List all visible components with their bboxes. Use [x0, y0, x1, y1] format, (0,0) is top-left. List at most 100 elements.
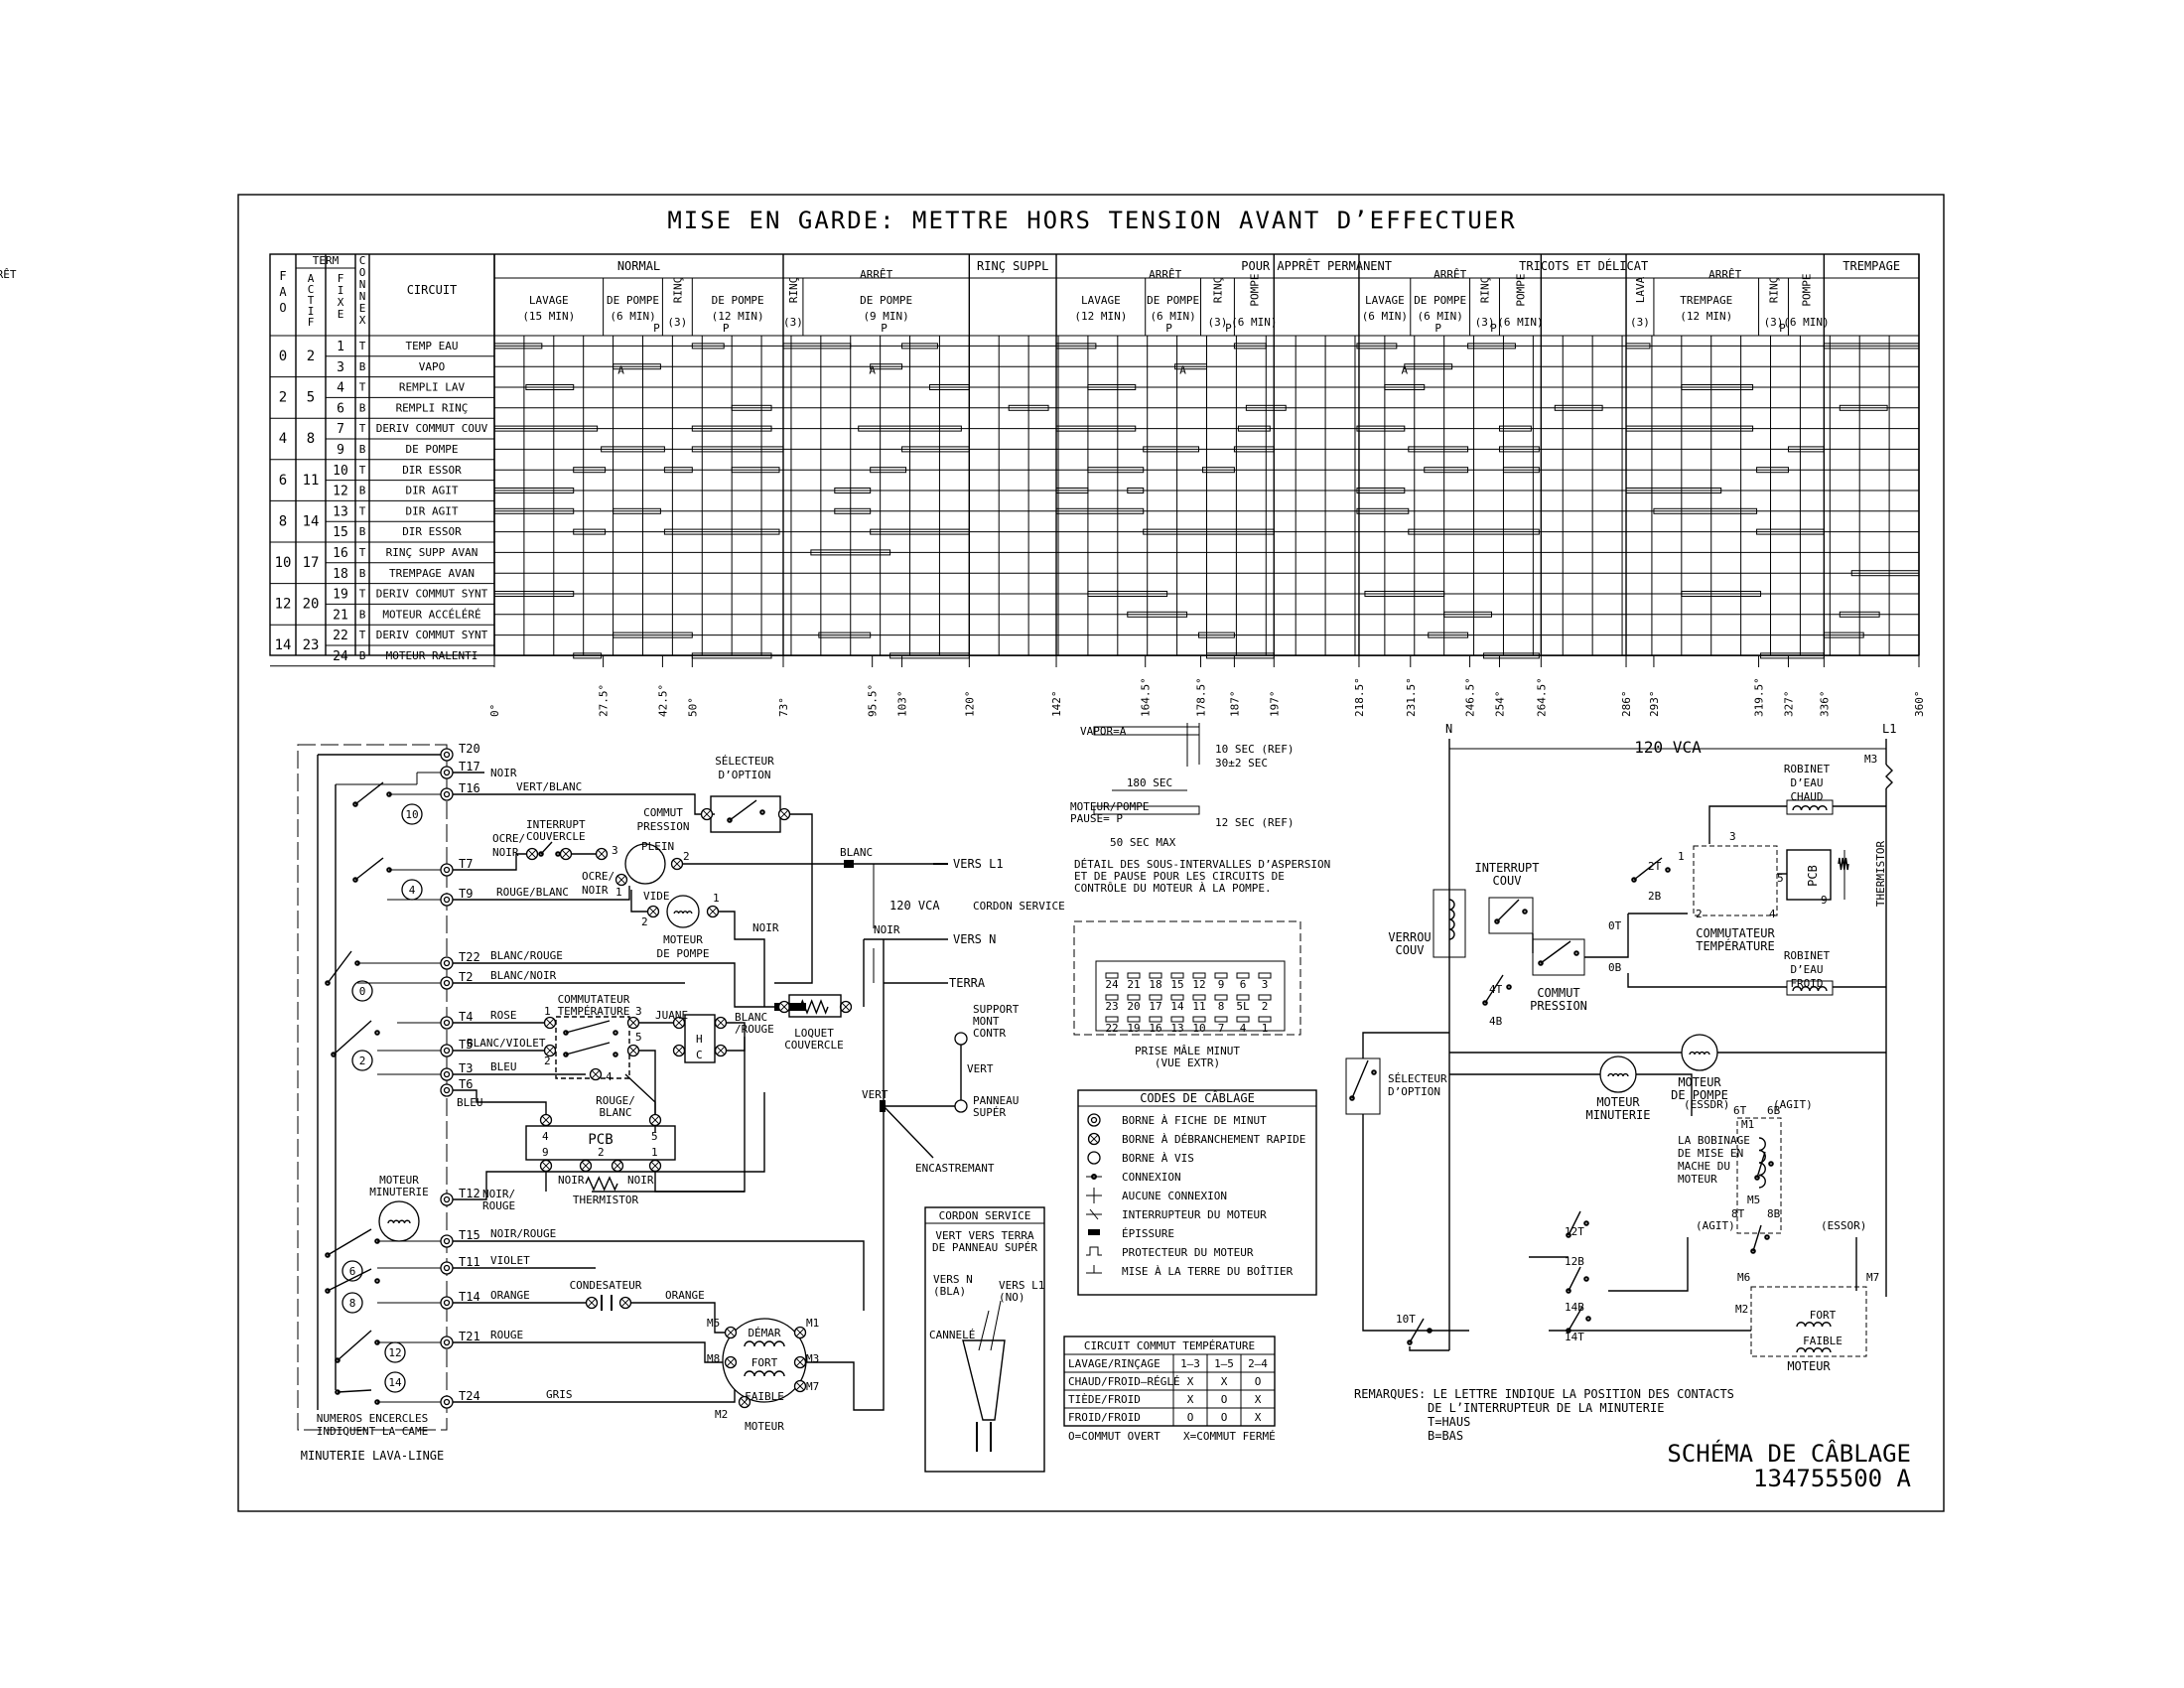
timing-label: PAUSE= P: [1070, 812, 1123, 825]
sub-label: LAVA: [1634, 276, 1647, 303]
on-segment: [613, 507, 661, 514]
ct-cell: O: [1187, 1411, 1194, 1424]
circuit-cell: TREMPAGE AVAN: [389, 567, 475, 580]
qd: [585, 1296, 599, 1310]
sheet-border: [237, 194, 1945, 1512]
ct-legend: X=COMMUT FERMÉ: [1183, 1430, 1276, 1443]
ct-cell: X: [1255, 1411, 1262, 1424]
fao-cell: 4: [279, 431, 287, 447]
circuit-cell: REMPLI LAV: [399, 381, 466, 394]
on-segment: [1760, 652, 1825, 659]
wire-label: BLANC: [735, 1011, 767, 1024]
wire-label: BLEU: [457, 1096, 483, 1109]
component-label: COMMUTATEUR: [1696, 926, 1775, 940]
qd: [706, 905, 720, 918]
component-label: MOTEUR: [1596, 1095, 1640, 1109]
thermistor: [585, 1176, 618, 1192]
on-segment: [525, 384, 575, 390]
wire: [1409, 1346, 1449, 1351]
qd: [648, 1113, 662, 1127]
lid-lock-coil: [799, 999, 829, 1015]
terminal-label: T16: [459, 781, 480, 795]
qd: [525, 847, 539, 861]
on-segment: [1839, 611, 1880, 618]
wire: [1608, 1237, 1689, 1292]
contact-label: 9: [1821, 894, 1828, 907]
component-label: PRESSION: [637, 820, 690, 833]
pt-inner: [443, 790, 451, 798]
circuit-cell: DE POMPE: [406, 443, 459, 456]
timing-label: VAPOR=A: [1080, 725, 1127, 738]
actif-cell: 23: [303, 637, 320, 653]
component-label: MACHE DU: [1678, 1160, 1730, 1173]
cam-number: 8: [349, 1297, 356, 1310]
terminal-label: T17: [459, 760, 480, 774]
qd: [700, 807, 714, 821]
terminal-label: T12: [459, 1187, 480, 1200]
wire-label: OCRE/: [492, 832, 525, 845]
ct-cell: TIÈDE/FROID: [1068, 1393, 1141, 1406]
on-segment: [1087, 467, 1145, 474]
fixe-cell: 22: [333, 629, 348, 643]
wire-label: NOIR: [492, 846, 519, 859]
plug-pin-label: 7: [1218, 1022, 1225, 1035]
actif-cell: 11: [303, 473, 320, 489]
component-label: INTERRUPT: [1474, 861, 1539, 875]
wire-label: OCRE/: [582, 870, 614, 883]
wire: [654, 1172, 745, 1193]
on-segment: [1055, 425, 1137, 432]
degree-label: 360°: [1913, 691, 1926, 718]
component-label: MOTEUR: [745, 1420, 784, 1433]
fao-cell: 10: [275, 555, 292, 571]
cam-number: 10: [405, 808, 418, 821]
degree-label: 42.5°: [656, 684, 669, 717]
plug-pin-label: 1: [1262, 1022, 1269, 1035]
circuit-cell: DIR AGIT: [406, 485, 459, 497]
plug-pin-label: 11: [1192, 1000, 1205, 1013]
sw-blade: [337, 1330, 372, 1361]
on-segment: [1356, 488, 1406, 493]
plug-pin: [1170, 1016, 1184, 1023]
ct-cell: FROID/FROID: [1068, 1411, 1141, 1424]
wire-label: VIOLET: [490, 1254, 530, 1267]
hdr-term: TERM: [313, 254, 340, 267]
pin-label: M5: [707, 1317, 720, 1330]
plug-pin: [1214, 1016, 1228, 1023]
cord-box: [924, 1206, 1045, 1473]
cam-number: 2: [359, 1055, 366, 1067]
qd-cross: [581, 1161, 591, 1171]
terminal-label: T15: [459, 1228, 480, 1242]
connex-cell: B: [359, 525, 366, 538]
plug-pin: [1105, 972, 1119, 979]
ts-switch: [563, 1042, 618, 1057]
pcb-label: PCB: [588, 1132, 613, 1148]
degree-label: 0°: [488, 704, 501, 717]
hdr-connex: E: [359, 302, 366, 315]
contact-label: 4T: [1489, 983, 1503, 996]
screw-terminal: [954, 1032, 968, 1046]
fixe-cell: 12: [333, 485, 348, 499]
pin-label: M2: [715, 1408, 728, 1421]
on-segment: [493, 343, 543, 350]
fixe-cell: 4: [337, 381, 344, 396]
qd-cross: [841, 1002, 851, 1012]
timer-contact: [1566, 1306, 1591, 1334]
pin-label: 1: [651, 1146, 658, 1159]
qd: [839, 1000, 853, 1014]
degree-label: 218.5°: [1353, 677, 1366, 717]
cam-circle: [384, 1371, 406, 1393]
terminal-label: T4: [459, 1010, 473, 1024]
connex-cell: B: [359, 567, 366, 580]
on-segment: [1850, 570, 1920, 577]
terminal-label: T2: [459, 970, 473, 984]
motor-winding: [673, 911, 693, 914]
voltage-label: 120 VCA: [1634, 738, 1702, 757]
on-segment: [810, 549, 891, 556]
on-segment: [858, 425, 962, 432]
sw-pin: [1764, 1234, 1770, 1240]
timer-terminal-t12: [440, 1193, 454, 1206]
timer-terminal-t15: [440, 1234, 454, 1248]
pressure-switch: [624, 843, 666, 885]
on-segment: [1055, 488, 1089, 493]
